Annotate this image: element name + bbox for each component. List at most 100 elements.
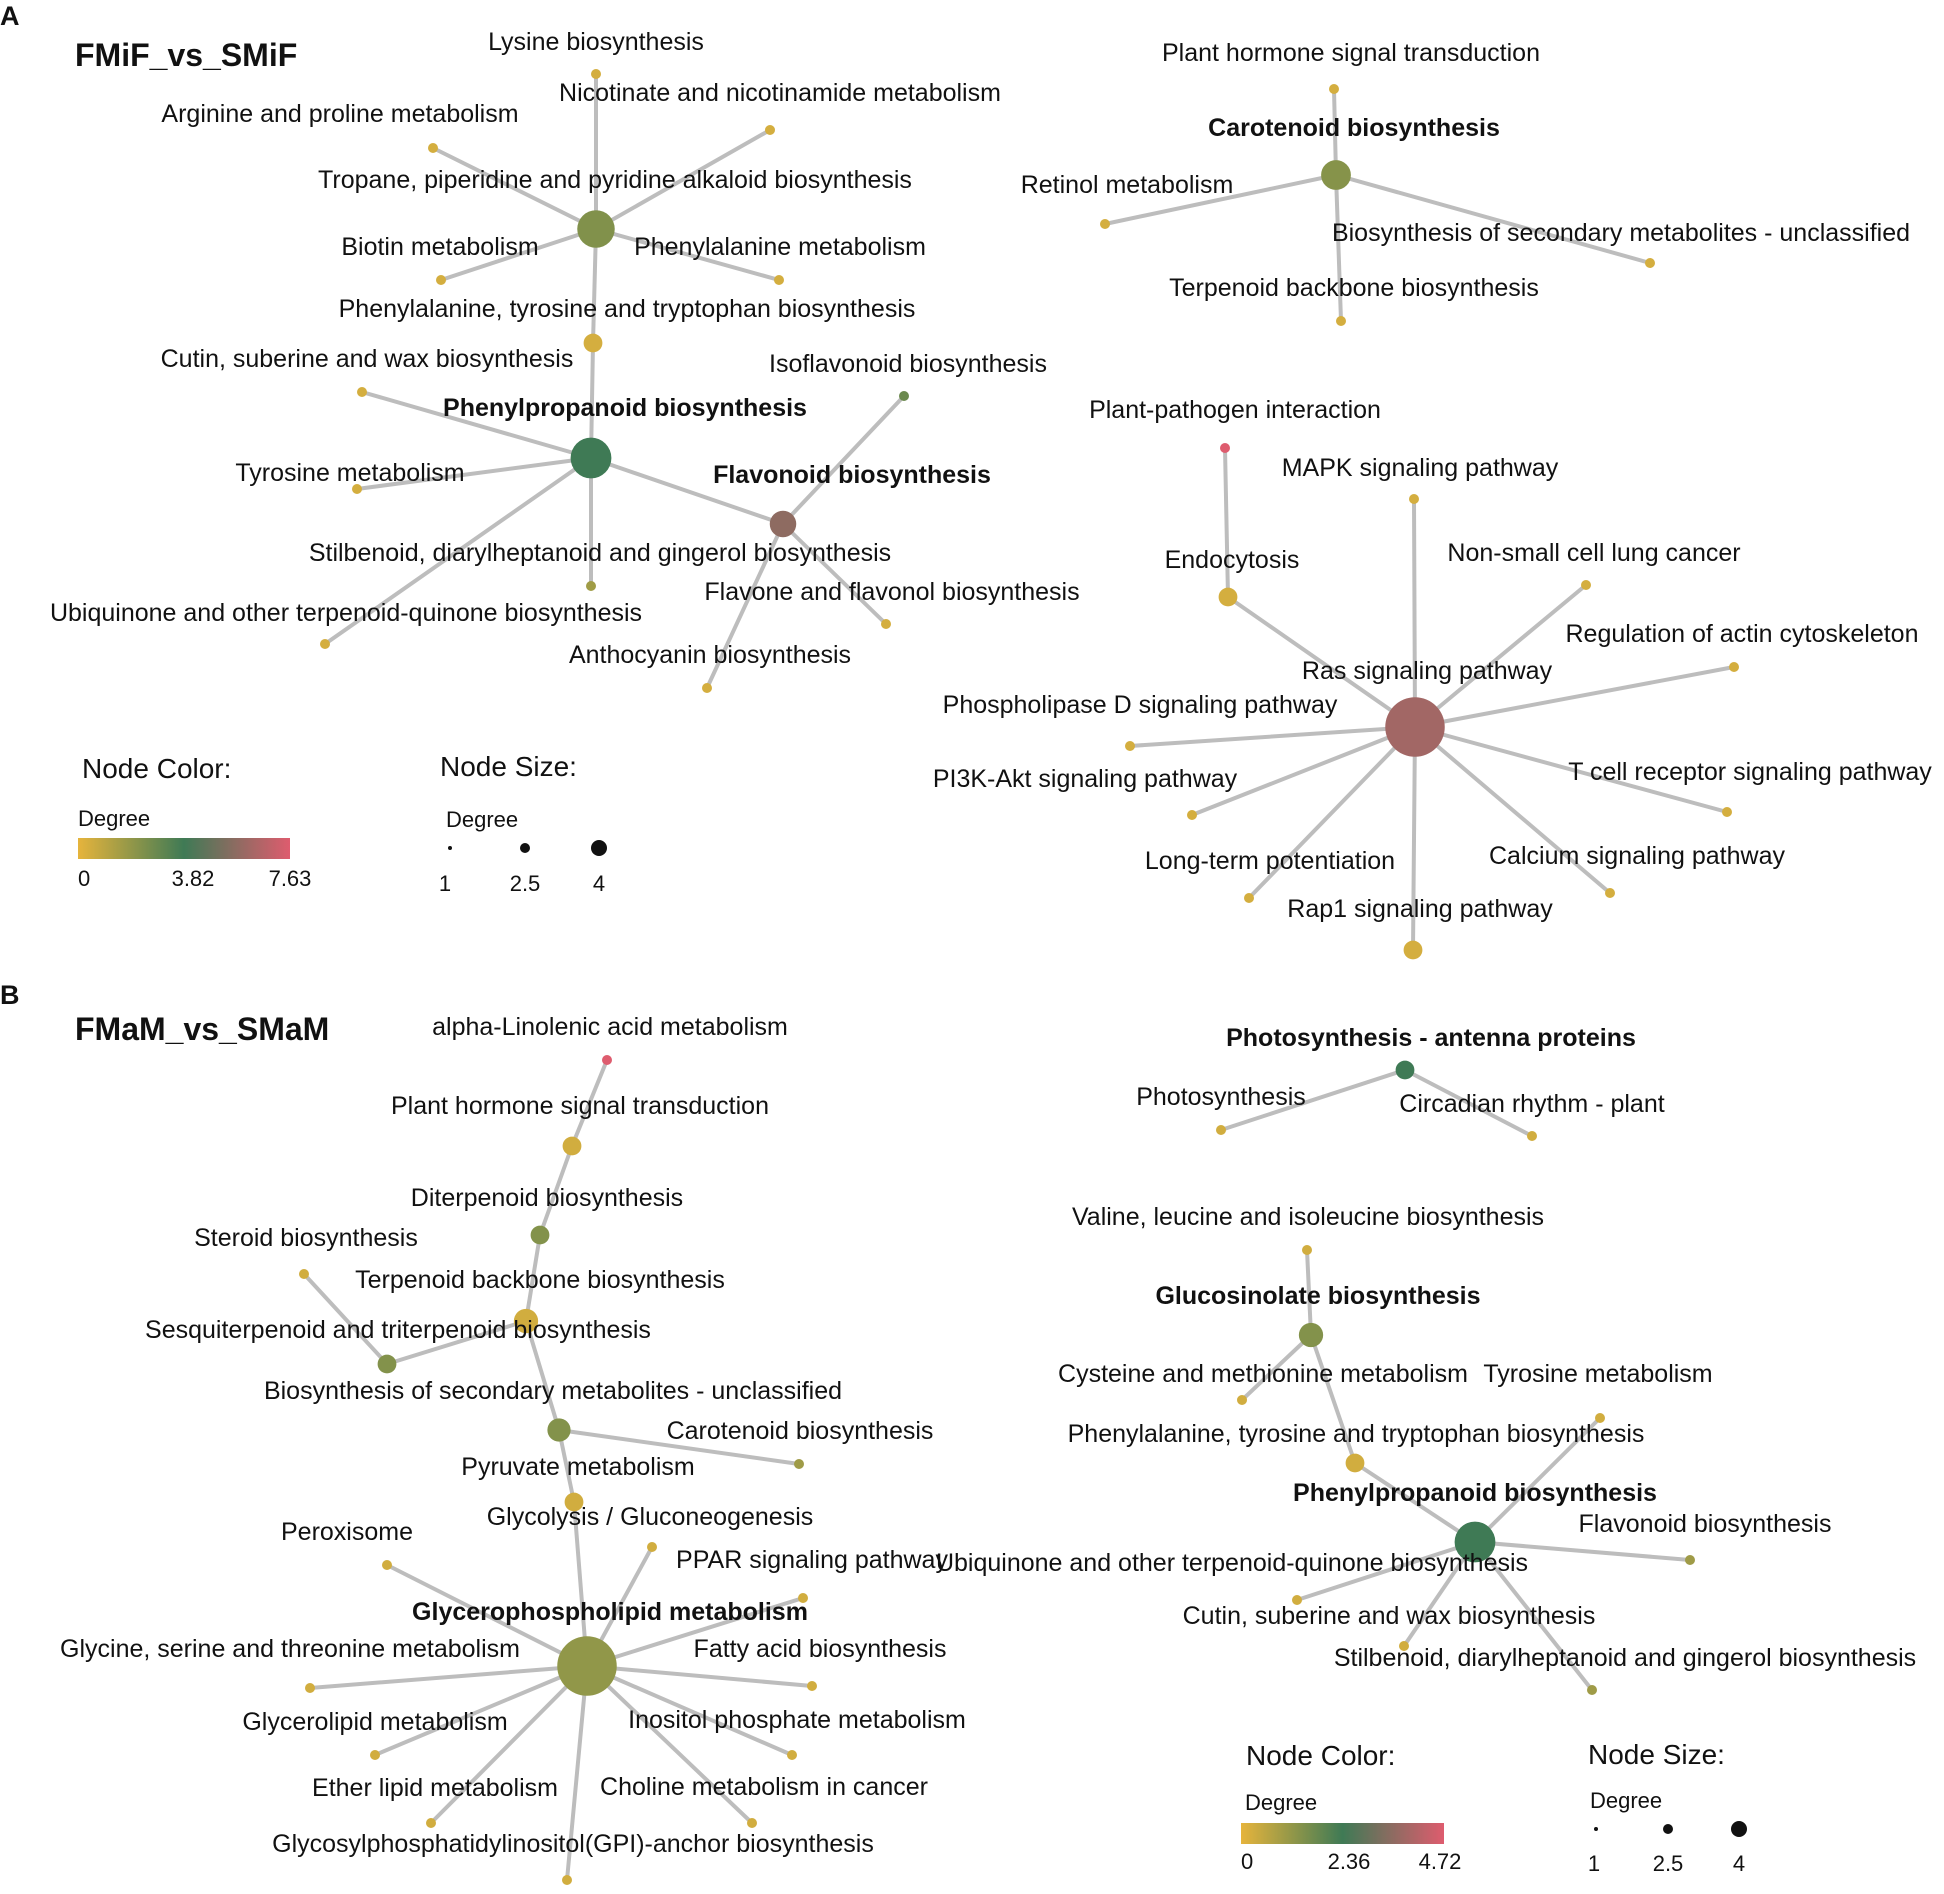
panel-a-size-tick-2: 2.5 [510,871,541,896]
node-label-glycosylphosphatidylinositol-gpi-anchor-biosynthesis: Glycosylphosphatidylinositol(GPI)-anchor… [272,1830,874,1858]
panel-b: B FMaM_vs_SMaM alpha-Linolenic acid meta… [0,980,1916,1885]
node-non-small-cell-lung-cancer [1581,580,1591,590]
node-label-plant-hormone-signal-transduction: Plant hormone signal transduction [391,1092,769,1120]
node-long-term-potentiation [1244,893,1254,903]
node-cutin-suberine-and-wax-biosynthesis [357,387,367,397]
edge-ras-nsc [1413,583,1588,729]
node-calcium-signaling-pathway [1605,888,1615,898]
node-label-ubiquinone-and-other-terpenoid-quinone-biosynthesis: Ubiquinone and other terpenoid-quinone b… [936,1549,1528,1577]
edge-tro-nic [594,128,772,231]
panel-b-letter: B [0,980,20,1010]
node-label-plant-pathogen-interaction: Plant-pathogen interaction [1089,396,1381,424]
node-label-cutin-suberine-and-wax-biosynthesis: Cutin, suberine and wax biosynthesis [1183,1602,1596,1630]
node-t-cell-receptor-signaling-pathway [1722,807,1732,817]
node-label-tyrosine-metabolism: Tyrosine metabolism [235,459,464,487]
panel-b-size-tick-3: 4 [1733,1851,1745,1876]
node-label-phenylalanine-tyrosine-and-tryptophan-biosynthesis: Phenylalanine, tyrosine and tryptophan b… [1068,1420,1645,1448]
node-rap1-signaling-pathway [1403,940,1423,960]
panel-a-title: FMiF_vs_SMiF [75,37,297,73]
node-label-photosynthesis: Photosynthesis [1136,1083,1306,1111]
node-label-diterpenoid-biosynthesis: Diterpenoid biosynthesis [411,1184,683,1212]
panel-b-size-legend-subtitle: Degree [1590,1788,1662,1813]
node-label-non-small-cell-lung-cancer: Non-small cell lung cancer [1447,539,1740,567]
node-label-phenylalanine-tyrosine-and-tryptophan-biosynthesis: Phenylalanine, tyrosine and tryptophan b… [339,295,916,323]
edge-ras-pld [1128,725,1417,748]
node-choline-metabolism-in-cancer [747,1818,757,1828]
node-label-terpenoid-backbone-biosynthesis: Terpenoid backbone biosynthesis [355,1266,725,1294]
node-label-photosynthesis-antenna-proteins: Photosynthesis - antenna proteins [1226,1024,1636,1052]
panel-a-size-legend-subtitle: Degree [446,807,518,832]
node-label-terpenoid-backbone-biosynthesis: Terpenoid backbone biosynthesis [1169,274,1539,302]
node-label-anthocyanin-biosynthesis: Anthocyanin biosynthesis [569,641,851,669]
node-arginine-and-proline-metabolism [428,143,438,153]
edge-gpm-elm [429,1664,589,1825]
node-glucosinolate-biosynthesis [1298,1322,1324,1348]
node-stilbenoid-diarylheptanoid-and-gingerol-biosynthesis [586,581,596,591]
node-pi3k-akt-signaling-pathway [1187,810,1197,820]
node-label-cutin-suberine-and-wax-biosynthesis: Cutin, suberine and wax biosynthesis [161,345,574,373]
node-label-ppar-signaling-pathway: PPAR signaling pathway [676,1546,948,1574]
panel-b-size-tick-1: 1 [1588,1851,1600,1876]
node-biosynthesis-of-secondary-metabolites-unclassified [1645,258,1655,268]
node-glycosylphosphatidylinositol-gpi-anchor-biosynthesis [562,1875,572,1885]
edge-gpm-ipm [585,1664,794,1757]
node-stilbenoid-diarylheptanoid-and-gingerol-biosynthesis [1587,1685,1597,1695]
node-biotin-metabolism [436,275,446,285]
node-label-carotenoid-biosynthesis: Carotenoid biosynthesis [1208,114,1500,142]
node-cysteine-and-methionine-metabolism [1237,1395,1247,1405]
node-fatty-acid-biosynthesis [807,1681,817,1691]
node-label-inositol-phosphate-metabolism: Inositol phosphate metabolism [628,1706,966,1734]
node-label-tropane-piperidine-and-pyridine-alkaloid-biosynthesis: Tropane, piperidine and pyridine alkaloi… [318,166,912,194]
edge-bsm-pyr [557,1428,576,1504]
edge-gpm-gpi [565,1664,589,1882]
node-label-nicotinate-and-nicotinamide-metabolism: Nicotinate and nicotinamide metabolism [559,79,1001,107]
panel-a-size-dot-medium [520,843,530,853]
node-label-choline-metabolism-in-cancer: Choline metabolism in cancer [600,1773,928,1801]
edge-ras-mapk [1412,497,1417,729]
node-label-biosynthesis-of-secondary-metabolites-unclassified: Biosynthesis of secondary metabolites - … [1332,219,1910,247]
panel-b-color-legend-title: Node Color: [1246,1740,1395,1771]
edge-tro-arg [431,146,598,231]
node-label-alpha-linolenic-acid-metabolism: alpha-Linolenic acid metabolism [432,1013,788,1041]
node-label-phenylpropanoid-biosynthesis: Phenylpropanoid biosynthesis [443,394,807,422]
node-label-calcium-signaling-pathway: Calcium signaling pathway [1489,842,1785,870]
node-steroid-biosynthesis [299,1269,309,1279]
node-mapk-signaling-pathway [1409,494,1419,504]
node-terpenoid-backbone-biosynthesis [513,1308,539,1334]
node-ras-signaling-pathway [1385,697,1445,757]
panel-a-color-legend-subtitle: Degree [78,806,150,831]
edge-tro-pty [591,227,598,345]
node-label-tyrosine-metabolism: Tyrosine metabolism [1483,1360,1712,1388]
panel-b-size-dot-medium [1663,1824,1673,1834]
node-label-phenylalanine-metabolism: Phenylalanine metabolism [634,233,926,261]
panel-b-title: FMaM_vs_SMaM [75,1011,329,1047]
node-plant-hormone-signal-transduction [1329,84,1339,94]
edge-car-ret [1103,173,1338,226]
panel-a-color-tick-min: 0 [78,866,90,891]
node-label-rap1-signaling-pathway: Rap1 signaling pathway [1287,895,1553,923]
node-label-t-cell-receptor-signaling-pathway: T cell receptor signaling pathway [1568,758,1932,786]
node-label-valine-leucine-and-isoleucine-biosynthesis: Valine, leucine and isoleucine biosynthe… [1072,1203,1544,1231]
edge-gpm-per [385,1563,589,1668]
node-label-peroxisome: Peroxisome [281,1518,413,1546]
panel-a-size-dot-small [448,846,452,850]
node-sesquiterpenoid-and-triterpenoid-biosynthesis [377,1354,397,1374]
node-label-ubiquinone-and-other-terpenoid-quinone-biosynthesis: Ubiquinone and other terpenoid-quinone b… [50,599,642,627]
edge-tro-phe [594,227,781,282]
node-glycine-serine-and-threonine-metabolism [305,1683,315,1693]
node-label-mapk-signaling-pathway: MAPK signaling pathway [1282,454,1559,482]
panel-a-color-tick-mid: 3.82 [172,866,215,891]
edge-ras-pi3k [1190,725,1417,817]
node-inositol-phosphate-metabolism [787,1750,797,1760]
node-phenylalanine-tyrosine-and-tryptophan-biosynthesis [583,333,603,353]
node-phenylalanine-metabolism [774,275,784,285]
panel-b-color-tick-min: 0 [1241,1849,1253,1874]
node-label-biosynthesis-of-secondary-metabolites-unclassified: Biosynthesis of secondary metabolites - … [264,1377,842,1405]
node-label-cysteine-and-methionine-metabolism: Cysteine and methionine metabolism [1058,1360,1468,1388]
edge-endo-ras [1226,595,1417,729]
node-retinol-metabolism [1100,219,1110,229]
node-endocytosis [1218,587,1238,607]
